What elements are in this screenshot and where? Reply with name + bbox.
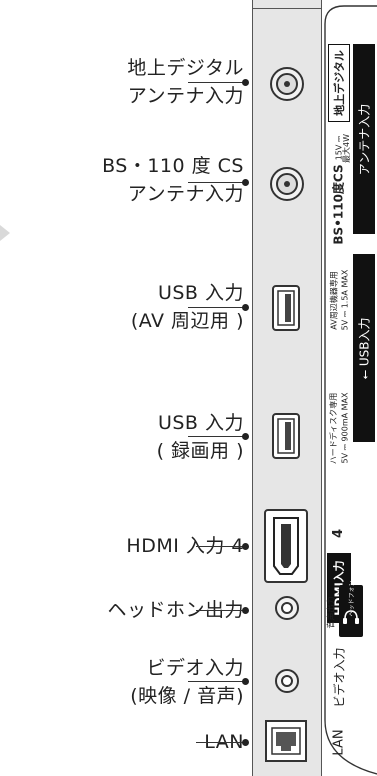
headphone-icon: [343, 610, 359, 624]
leader-line-usb-av: [188, 307, 246, 309]
bs-cs-antenna-port-icon[interactable]: [269, 166, 305, 202]
audio-output-label: 音声出力: [326, 596, 336, 628]
leader-dot-lan: [242, 739, 249, 746]
leader-line-bs-cs: [188, 182, 246, 184]
headphone-badge: [339, 585, 363, 637]
leader-line-video: [188, 681, 246, 683]
usb-rec-port-icon[interactable]: [271, 412, 301, 460]
callout-usb-rec: USB 入力 ( 録画用 ): [156, 412, 244, 462]
hdmi-number-label: 4: [331, 528, 347, 538]
callout-bs-cs: BS・110 度 CS アンテナ入力: [102, 155, 244, 205]
leader-dot-usb-av: [242, 304, 249, 311]
callout-terrestrial: 地上デジタル アンテナ入力: [127, 57, 244, 107]
lan-label: LAN: [331, 728, 347, 756]
pointer-arrow: [0, 225, 10, 241]
hdmi-port-icon[interactable]: [263, 508, 309, 584]
leader-line-hdmi4: [196, 546, 246, 548]
headphone-small-label: ヘッドフォン: [348, 579, 356, 617]
terrestrial-antenna-port-icon[interactable]: [269, 66, 305, 102]
label-strip: 地上デジタル アンテナ入力 15V ⎓ 最大4W BS•110度CS AV周辺機…: [322, 0, 377, 776]
leader-line-usb-rec: [188, 436, 246, 438]
usb-input-badge: ⭠ USB入力: [353, 254, 375, 442]
label-strip-outline: [324, 5, 377, 775]
usb-rec-spec-label-2: 5V ⎓ 900mA MAX: [340, 392, 349, 464]
lan-port-icon[interactable]: [264, 719, 308, 763]
video-jack-icon[interactable]: [274, 668, 300, 694]
callout-usb-av: USB 入力 (AV 周辺用 ): [130, 282, 244, 332]
leader-dot-terrestrial: [242, 79, 249, 86]
callout-video: ビデオ入力 (映像 / 音声): [130, 657, 244, 707]
usb-av-spec-label-2: 5V ⎓ 1.5A MAX: [340, 269, 350, 331]
usb-av-port-icon[interactable]: [271, 284, 301, 332]
callout-headphone: ヘッドホン出力: [107, 599, 244, 621]
leader-dot-headphone: [242, 607, 249, 614]
tv-side-panel: [252, 0, 322, 776]
leader-line-headphone: [196, 610, 246, 612]
callout-hdmi4: HDMI 入力 4: [126, 535, 244, 557]
leader-dot-bs-cs: [242, 179, 249, 186]
headphone-jack-icon[interactable]: [274, 595, 300, 621]
leader-dot-video: [242, 678, 249, 685]
leader-dot-hdmi4: [242, 543, 249, 550]
terrestrial-badge: 地上デジタル: [328, 44, 350, 122]
bs-cs-label: BS•110度CS: [331, 163, 346, 245]
leader-line-lan: [196, 742, 246, 744]
video-input-label: ビデオ入力: [332, 646, 347, 708]
leader-dot-usb-rec: [242, 433, 249, 440]
antenna-input-badge: アンテナ入力: [353, 44, 375, 234]
leader-line-terrestrial: [188, 82, 246, 84]
